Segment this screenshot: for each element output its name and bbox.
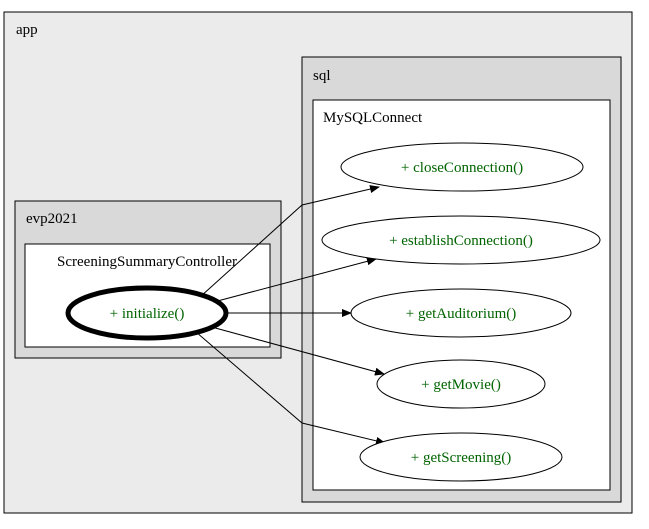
cluster-screening-summary-controller-label: ScreeningSummaryController bbox=[57, 254, 237, 270]
node-getAuditorium-label: + getAuditorium() bbox=[406, 306, 517, 322]
node-getMovie-label: + getMovie() bbox=[421, 377, 501, 393]
node-closeConnection-label: + closeConnection() bbox=[401, 160, 523, 176]
edge-initialize-to-establishConnection bbox=[209, 257, 377, 304]
node-initialize-shape bbox=[65, 285, 229, 341]
node-getScreening-label: + getScreening() bbox=[411, 450, 512, 466]
node-getAuditorium[interactable]: + getAuditorium() bbox=[350, 288, 572, 338]
edge-initialize-to-closeConnection bbox=[199, 185, 380, 298]
cluster-evp2021-label: evp2021 bbox=[26, 211, 78, 227]
node-getScreening[interactable]: + getScreening() bbox=[359, 432, 563, 482]
edge-initialize-to-getMovie bbox=[207, 325, 385, 376]
node-establishConnection-label: + establishConnection() bbox=[389, 233, 533, 249]
node-getAuditorium-shape bbox=[350, 288, 572, 338]
node-getScreening-shape bbox=[359, 432, 563, 482]
node-initialize-label: + initialize() bbox=[110, 306, 185, 322]
cluster-sql-label: sql bbox=[313, 68, 331, 84]
node-closeConnection-shape bbox=[340, 142, 584, 192]
cluster-app-label: app bbox=[16, 22, 38, 38]
node-establishConnection[interactable]: + establishConnection() bbox=[321, 215, 601, 265]
node-closeConnection[interactable]: + closeConnection() bbox=[340, 142, 584, 192]
cluster-mysql-connect-label: MySQLConnect bbox=[323, 110, 423, 126]
edge-initialize-to-getScreening bbox=[195, 331, 386, 445]
node-initialize[interactable]: + initialize() bbox=[65, 285, 229, 341]
edges bbox=[195, 185, 386, 445]
node-getMovie-shape bbox=[376, 359, 546, 409]
node-establishConnection-shape bbox=[321, 215, 601, 265]
node-getMovie[interactable]: + getMovie() bbox=[376, 359, 546, 409]
